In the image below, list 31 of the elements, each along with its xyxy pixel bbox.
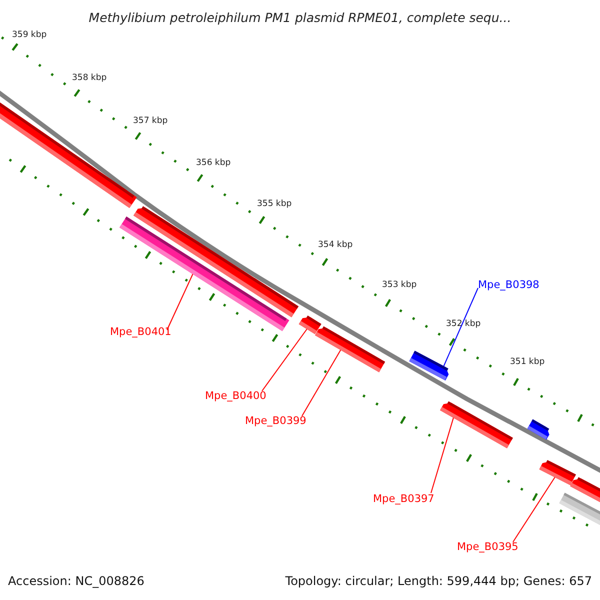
scale-label: 352 kbp	[446, 319, 481, 329]
gene-feature	[440, 401, 513, 448]
scale-label: 356 kbp	[196, 158, 231, 168]
gene-label: Mpe_B0401	[110, 326, 172, 338]
footer-text: Topology: circular; Length: 599,444 bp; Genes: 657	[285, 574, 592, 588]
gene-feature	[559, 492, 600, 527]
gene-feature	[409, 350, 449, 381]
gene-label: Mpe_B0399	[245, 415, 306, 427]
scale-label: 359 kbp	[12, 30, 47, 40]
gene-label: Mpe_B0397	[373, 493, 434, 505]
gene-label: Mpe_B0400	[205, 390, 266, 402]
gene-feature	[298, 316, 322, 334]
gene-feature	[527, 419, 550, 440]
scale-label: 354 kbp	[318, 240, 353, 250]
scale-label: 358 kbp	[72, 73, 107, 83]
gene-feature	[315, 326, 386, 372]
gene-label: Mpe_B0395	[457, 541, 518, 553]
scale-label: 353 kbp	[382, 280, 417, 290]
scale-label: 357 kbp	[133, 116, 168, 126]
leader-line	[302, 350, 342, 416]
footer-text: Accession: NC_008826	[8, 574, 144, 588]
leader-line	[512, 476, 556, 542]
leader-line	[443, 288, 478, 367]
gene-label: Mpe_B0398	[478, 279, 540, 291]
gene-feature	[539, 460, 576, 486]
scale-label: 351 kbp	[510, 357, 545, 367]
leader-line	[262, 328, 308, 392]
map-title: Methylibium petroleiphilum PM1 plasmid RPME01, complete sequ...	[88, 10, 512, 25]
leader-line	[166, 274, 194, 330]
scale-label: 355 kbp	[257, 199, 292, 209]
leader-line	[430, 417, 454, 494]
